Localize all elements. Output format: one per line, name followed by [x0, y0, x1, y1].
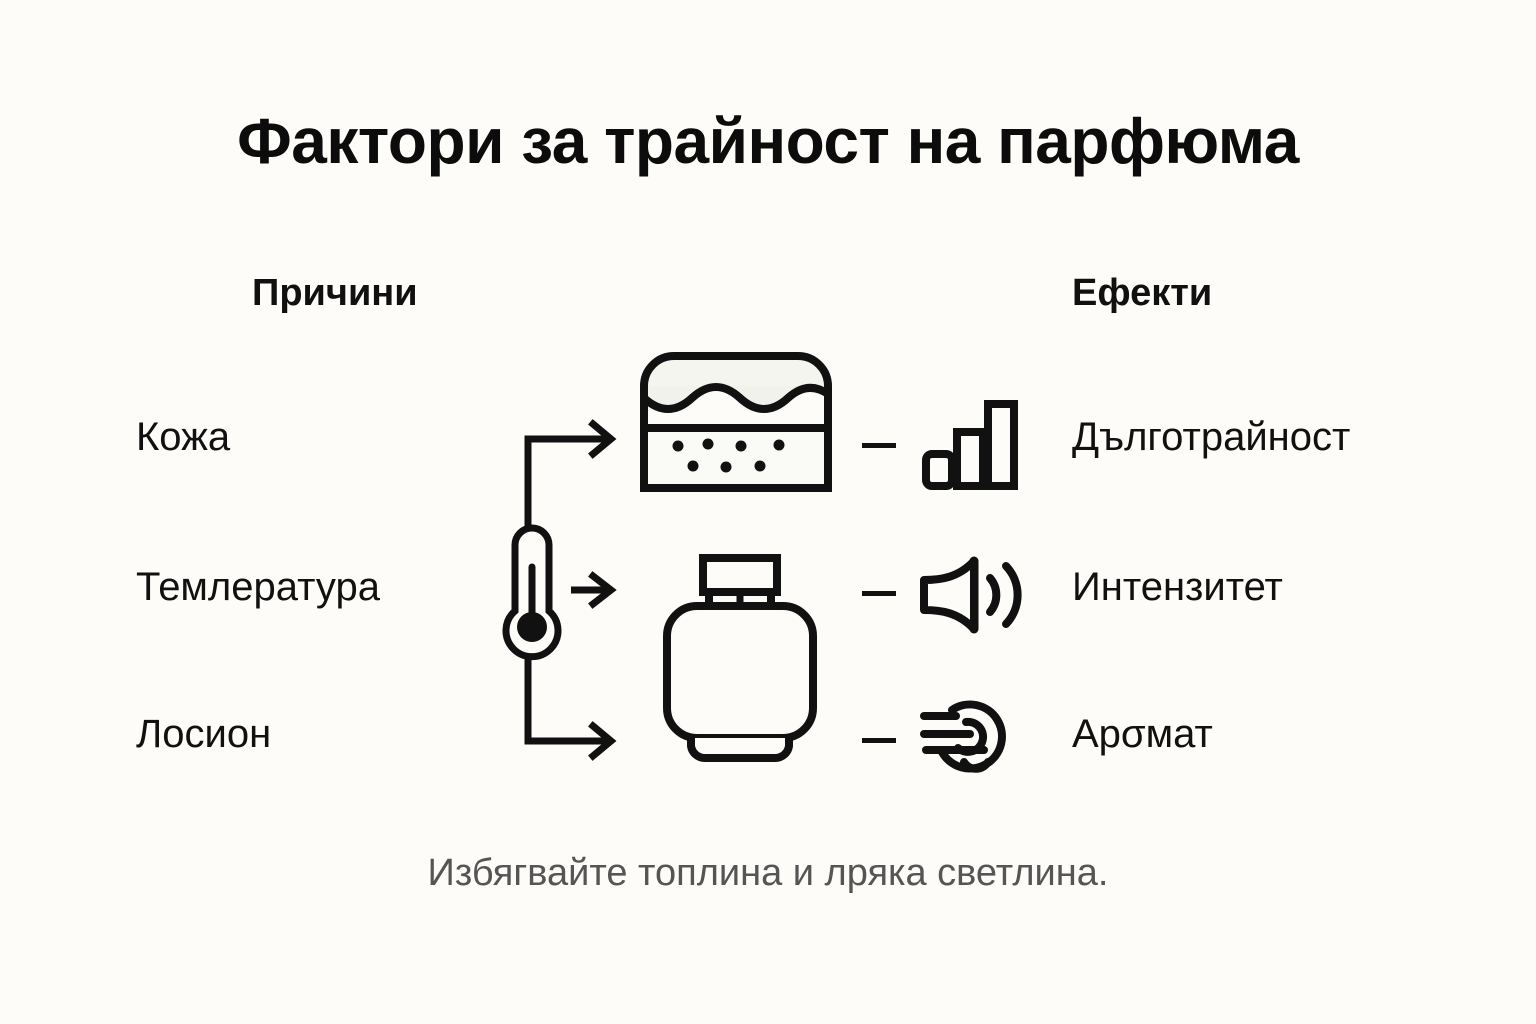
page-title: Фактори за трайност на парфюма: [237, 105, 1299, 177]
effect-label-aroma: Арσмат: [1072, 712, 1213, 756]
cause-label-skin: Кожа: [136, 415, 231, 459]
aroma-swirl-icon: [916, 686, 1024, 782]
cause-label-lotion: Лосион: [136, 712, 272, 756]
effect-label-longevity: Дълготрайност: [1072, 415, 1351, 459]
connector-dash-longevity: [862, 443, 896, 448]
connector-arrows: [502, 419, 617, 761]
connector-group: [495, 415, 645, 765]
skin-layers-icon: [636, 340, 836, 495]
connector-dash-aroma: [862, 738, 896, 743]
pore-dots: [672, 438, 785, 473]
arrow-elbow-down-right-icon: [524, 647, 617, 761]
effects-column-heading: Ефекти: [1072, 272, 1213, 314]
cause-label-temperature: Темлература: [136, 565, 380, 609]
effect-label-intensity: Интензитет: [1072, 565, 1283, 609]
thermometer-icon: [502, 524, 562, 661]
connector-dash-intensity: [862, 591, 896, 596]
perfume-bottle-icon: [655, 548, 825, 766]
causes-column-heading: Причини: [252, 272, 418, 314]
arrow-right-icon: [571, 571, 617, 609]
arrow-elbow-up-right-icon: [524, 419, 617, 535]
bar-chart-icon: [920, 398, 1020, 490]
footer-caption: Избягвайте топлина и лряка светлина.: [427, 852, 1109, 894]
speaker-volume-icon: [912, 556, 1022, 634]
